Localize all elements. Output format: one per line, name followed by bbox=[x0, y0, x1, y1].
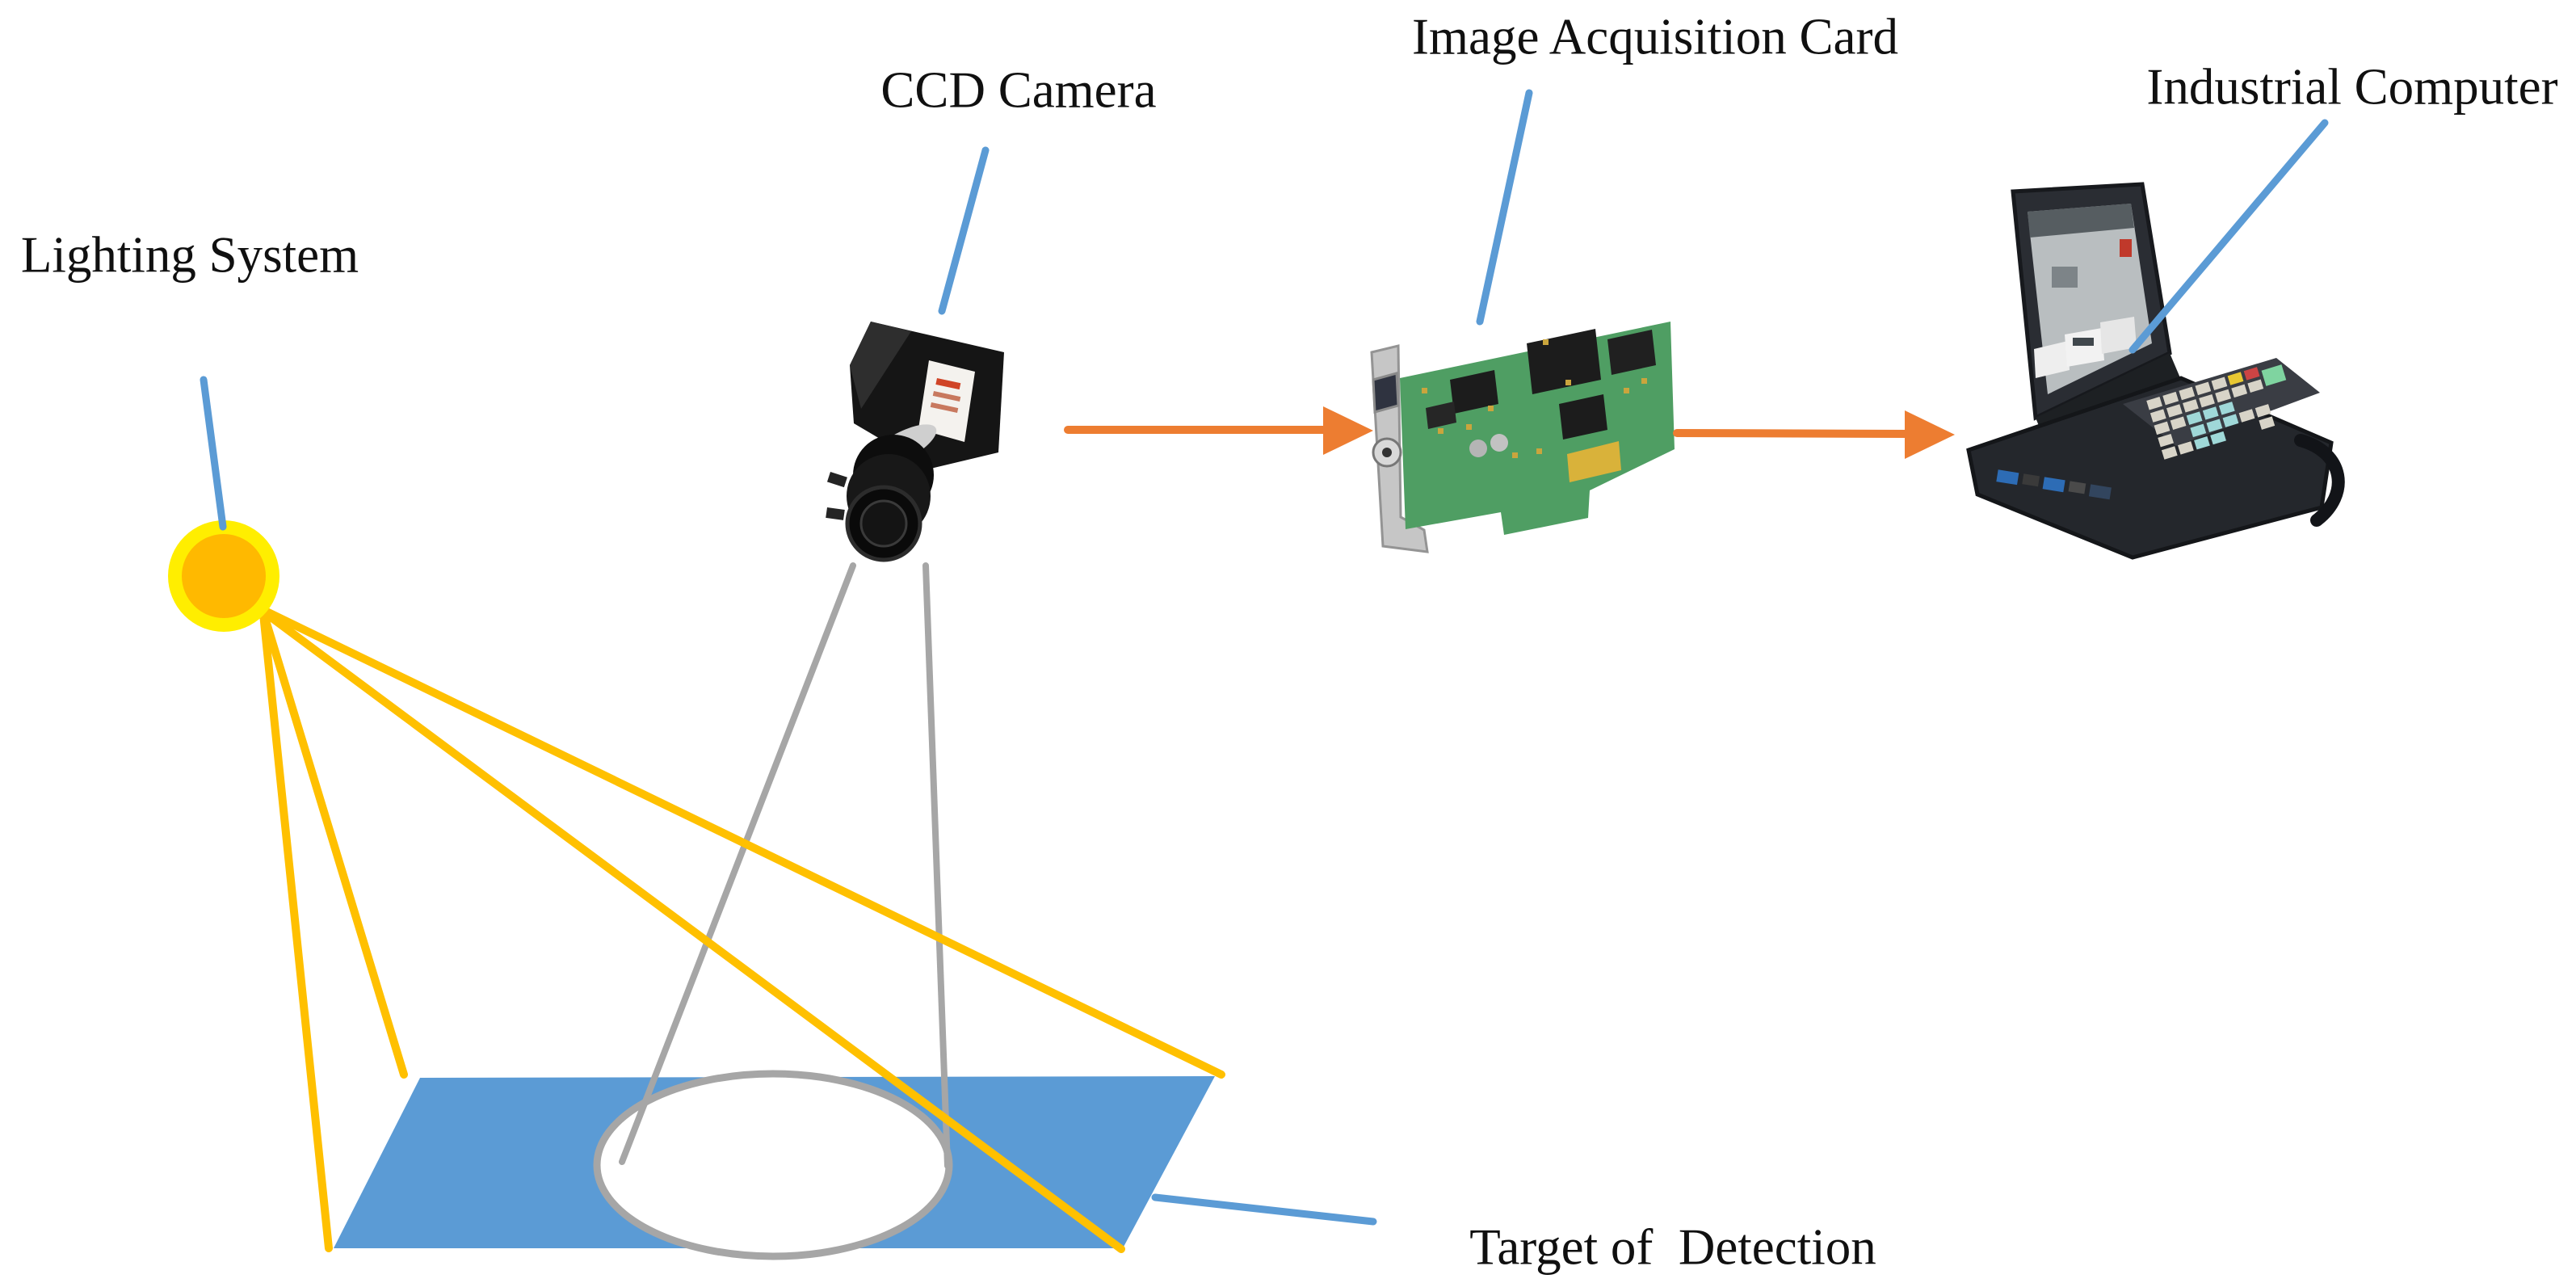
screen-van bbox=[2065, 328, 2104, 367]
sun-icon bbox=[168, 520, 279, 632]
card-chip-large bbox=[1527, 329, 1601, 394]
key-green bbox=[2261, 364, 2287, 386]
screen-red-object bbox=[2120, 239, 2132, 257]
fov-line-right bbox=[922, 562, 951, 1169]
keys-cyan bbox=[2186, 402, 2239, 450]
key-yellow bbox=[2227, 372, 2244, 385]
card-chip bbox=[1607, 330, 1656, 375]
camera-label-text bbox=[932, 391, 961, 402]
camera-body-left-face bbox=[850, 322, 911, 409]
computer-handle bbox=[2294, 434, 2345, 527]
screen-shape bbox=[2052, 267, 2078, 288]
sun-inner-disc bbox=[182, 534, 266, 618]
leader-line-target bbox=[1151, 1193, 1377, 1226]
fov-line-left bbox=[619, 562, 856, 1165]
light-spot-ellipse bbox=[593, 1070, 953, 1260]
card-vga-port bbox=[1372, 372, 1400, 414]
industrial-computer-image bbox=[1966, 182, 2345, 560]
card-chip-small bbox=[1426, 402, 1456, 429]
leader-line-card bbox=[1476, 89, 1533, 326]
screen-van bbox=[2100, 317, 2137, 354]
camera-label-logo bbox=[935, 378, 961, 390]
card-pcie-fingers bbox=[1567, 441, 1621, 482]
acquisition-card-image bbox=[1370, 322, 1675, 553]
ccd-camera-image bbox=[826, 322, 1004, 562]
label-industrial-computer: Industrial Computer bbox=[2146, 58, 2558, 116]
label-lighting-system: Lighting System bbox=[20, 226, 359, 284]
leader-line-lighting bbox=[200, 376, 227, 531]
arrow-camera-to-card bbox=[1064, 406, 1373, 455]
computer-front-ports bbox=[1996, 469, 2112, 500]
camera-focus-tab bbox=[826, 507, 845, 520]
screen-van-window bbox=[2073, 338, 2094, 346]
card-chip bbox=[1559, 394, 1607, 440]
light-ray-bottom-left bbox=[259, 610, 333, 1252]
card-capacitor bbox=[1490, 434, 1508, 452]
card-pcb bbox=[1400, 322, 1675, 535]
camera-lens-glass bbox=[859, 499, 908, 548]
screen-van bbox=[2034, 341, 2070, 378]
label-ccd-camera: CCD Camera bbox=[880, 61, 1157, 119]
card-pads bbox=[1422, 339, 1647, 458]
keyboard-keys bbox=[2146, 364, 2287, 460]
leader-line-camera bbox=[938, 146, 990, 315]
key-red bbox=[2243, 367, 2260, 381]
leader-line-computer bbox=[2128, 119, 2329, 354]
light-ray-bottom-right bbox=[259, 608, 1125, 1253]
camera-label bbox=[918, 360, 975, 442]
label-target-of-detection: Target of Detection bbox=[1469, 1218, 1876, 1276]
arrow-card-to-computer bbox=[1673, 410, 1955, 459]
light-ray-top-right bbox=[259, 606, 1225, 1079]
camera-focus-tab bbox=[826, 472, 847, 488]
screen-ceiling bbox=[2028, 204, 2134, 238]
camera-label-text bbox=[930, 402, 959, 413]
card-bnc-pin bbox=[1382, 448, 1392, 457]
card-chip bbox=[1450, 370, 1498, 414]
light-ray-top-left bbox=[259, 608, 408, 1079]
label-image-acquisition-card: Image Acquisition Card bbox=[1412, 8, 1898, 65]
card-capacitor bbox=[1469, 440, 1487, 457]
